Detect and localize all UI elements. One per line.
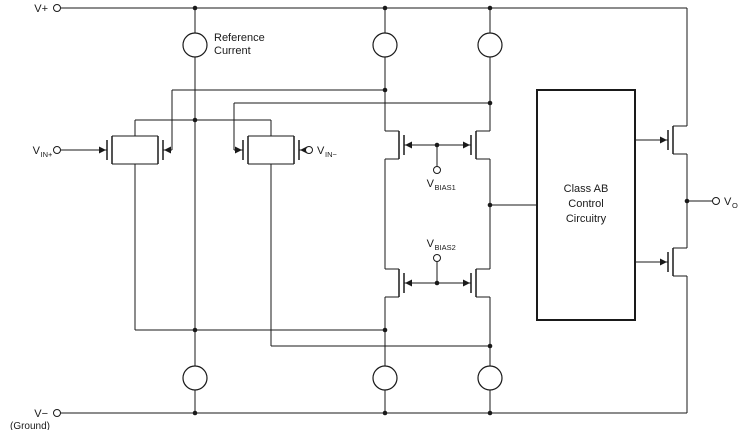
current-source-top-2 [372,32,398,58]
ground-label: (Ground) [10,421,50,430]
vminus-label: V− [34,408,48,420]
vin-minus-terminal [305,146,313,154]
vbias2-label: V [427,238,435,250]
class-ab-label-line3: Circuitry [566,213,607,225]
reference-current-label-line1: Reference [214,32,265,44]
vin-minus-label: V [317,145,325,157]
class-ab-box [536,89,636,321]
vin-plus-label: V [33,145,41,157]
class-ab-label-line1: Class AB [564,183,609,195]
current-source-bottom-1 [182,365,208,391]
vbias1-label: V [427,178,435,190]
reference-current-source [182,32,208,58]
vbias1-label-sub: BIAS1 [435,183,456,192]
vplus-label: V+ [34,3,48,15]
vminus-terminal [53,409,61,417]
current-source-bottom-3 [477,365,503,391]
vin-minus-label-sub: IN− [325,150,338,159]
vin-plus-terminal [53,146,61,154]
current-source-bottom-2 [372,365,398,391]
vplus-terminal [53,4,61,12]
vout-label-sub: O [732,201,738,210]
current-source-top-3 [477,32,503,58]
vbias2-terminal [433,254,441,262]
vbias1-terminal [433,166,441,174]
vin-plus-label-sub: IN+ [41,150,54,159]
class-ab-label-line2: Control [568,198,603,210]
vbias2-label-sub: BIAS2 [435,243,456,252]
reference-current-label-line2: Current [214,45,251,57]
vout-label: V [724,196,732,208]
vout-terminal [712,197,720,205]
